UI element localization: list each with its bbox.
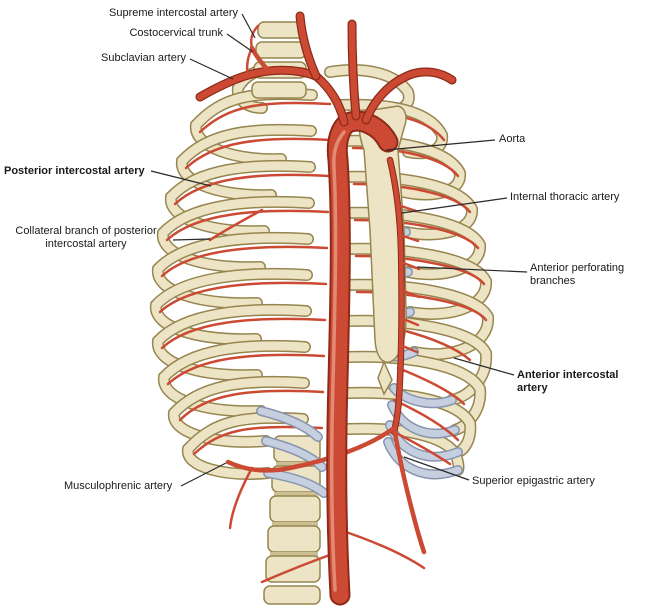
label-costocervical-trunk: Costocervical trunk — [129, 27, 223, 39]
xiphoid-process — [377, 360, 393, 396]
label-musculophrenic-artery: Musculophrenic artery — [64, 480, 173, 492]
posterior-intercostal-arteries — [158, 101, 488, 456]
superior-epigastric-artery — [391, 425, 427, 555]
internal-thoracic-artery — [225, 156, 427, 584]
label-anterior-perforating-branches: Anterior perforating branches — [530, 262, 625, 287]
left-ribs — [149, 61, 318, 480]
collateral-branch-artery — [208, 208, 264, 242]
musculophrenic-artery — [225, 425, 397, 473]
label-superior-epigastric-artery: Superior epigastric artery — [472, 475, 595, 487]
label-collateral-branch: Collateral branch of posterior intercost… — [15, 225, 157, 250]
label-posterior-intercostal-artery: Posterior intercostal artery — [4, 165, 145, 177]
label-supreme-intercostal-artery: Supreme intercostal artery — [109, 7, 238, 19]
great-vessels — [195, 11, 457, 127]
label-internal-thoracic-artery: Internal thoracic artery — [510, 191, 620, 203]
label-anterior-intercostal-artery: Anterior intercostal artery — [517, 369, 619, 394]
label-subclavian-artery: Subclavian artery — [101, 52, 186, 64]
label-aorta: Aorta — [499, 133, 526, 145]
